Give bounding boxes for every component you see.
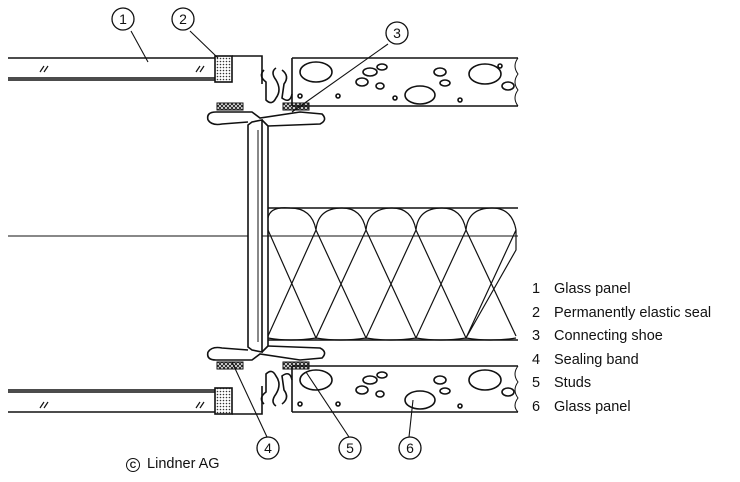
sealing-band-upper-left (216, 102, 244, 111)
callout-5: 5 (338, 436, 362, 460)
upper-glass-panel (8, 55, 263, 84)
svg-text:2: 2 (179, 11, 187, 27)
legend-number: 2 (532, 304, 541, 321)
legend-number: 5 (532, 375, 541, 392)
lower-board (291, 365, 519, 413)
legend-label: Permanently elastic seal (554, 304, 712, 321)
legend-number: 4 (532, 351, 541, 368)
svg-text:4: 4 (264, 440, 272, 456)
upper-connecting-shoe (260, 67, 293, 104)
svg-text:5: 5 (346, 440, 354, 456)
sealing-band-lower-left (216, 361, 244, 370)
copyright-text: Lindner AG (147, 456, 220, 472)
lower-connecting-shoe (260, 370, 293, 407)
legend-number: 1 (532, 281, 541, 297)
legend-item: 5 Studs (532, 372, 711, 396)
legend-label: Glass panel (554, 398, 631, 415)
copyright-icon: C (126, 458, 140, 472)
callout-3: 3 (385, 21, 409, 45)
callout-1: 1 (111, 7, 135, 31)
legend-label: Sealing band (554, 351, 639, 368)
svg-text:3: 3 (393, 25, 401, 41)
legend-label: Connecting shoe (554, 328, 663, 345)
legend-number: 6 (532, 398, 541, 415)
legend-item: 6 Glass panel (532, 396, 711, 420)
lower-glass-panel (8, 386, 263, 415)
upper-board (291, 57, 519, 107)
callout-2: 2 (171, 7, 195, 31)
legend-number: 3 (532, 328, 541, 345)
copyright-notice: C Lindner AG (126, 456, 220, 472)
stud-profile (206, 111, 326, 361)
legend-label: Studs (554, 375, 592, 392)
legend-item: 3 Connecting shoe (532, 325, 711, 349)
svg-text:6: 6 (406, 440, 414, 456)
legend-label: Glass panel (554, 281, 631, 297)
legend-item: 1 Glass panel (532, 278, 711, 302)
insulation-layer (267, 207, 518, 341)
svg-text:1: 1 (119, 11, 127, 27)
callout-4: 4 (256, 436, 280, 460)
callout-6: 6 (398, 436, 422, 460)
legend-item: 2 Permanently elastic seal (532, 302, 711, 326)
legend-item: 4 Sealing band (532, 349, 711, 373)
callout-leaders (130, 30, 414, 438)
